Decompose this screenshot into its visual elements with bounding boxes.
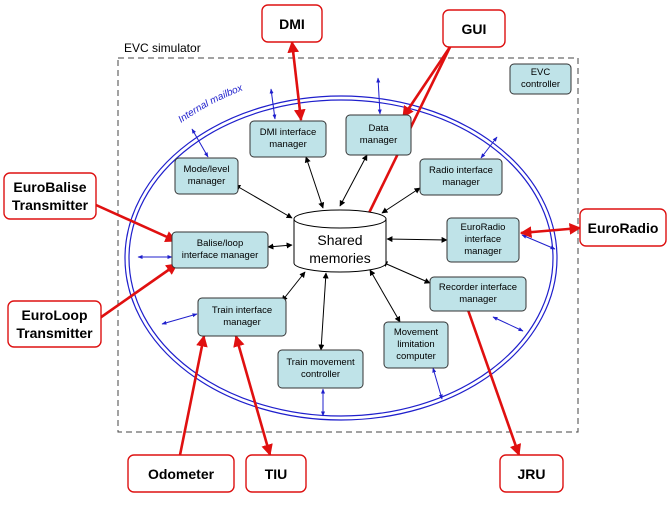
mailbox-ellipse-outer: [124, 95, 558, 421]
link-movement-limitation: [369, 269, 401, 323]
evc-controller-box: [509, 63, 572, 95]
jru-box: [499, 454, 564, 493]
euroradio-interface-manager-label: EuroRadio interface manager: [460, 222, 506, 257]
link-mode-level: [234, 184, 293, 219]
simulator-boundary: [117, 57, 579, 433]
train-movement-controller-label: Train movement controller: [286, 357, 355, 380]
euroradio-box: [579, 208, 667, 247]
movement-limitation-computer-label: Movement limitation computer: [393, 327, 439, 362]
mailbox-link-euroradio: [521, 234, 556, 250]
mailbox-links: [137, 77, 556, 417]
train-interface-manager-box: [197, 297, 287, 337]
ext-link-tiu: [233, 334, 273, 457]
mailbox-link-radio: [480, 136, 498, 159]
link-euroradio-interface: [386, 236, 448, 243]
module-boxes: [171, 63, 572, 389]
data-manager-label: Data manager: [359, 123, 398, 146]
jru-label: JRU: [517, 465, 546, 482]
ext-link-euroradio: [519, 223, 582, 238]
odometer-label: Odometer: [147, 465, 215, 482]
link-train-movement: [318, 272, 329, 351]
mode-level-manager-label: Mode/level manager: [183, 164, 230, 187]
eurobalise-label: EuroBalise Transmitter: [11, 179, 89, 213]
mailbox-link-data: [376, 77, 382, 115]
radio-interface-manager-label: Radio interface manager: [429, 165, 493, 188]
data-manager-box: [345, 114, 412, 156]
train-interface-manager-label: Train interface manager: [211, 305, 273, 328]
mailbox-link-movement-limitation: [432, 367, 443, 400]
shared-memories-label: Shared memories: [309, 232, 371, 266]
mailbox-label: Internal mailbox: [176, 82, 245, 125]
ext-link-gui: [401, 46, 452, 118]
tiu-label: TIU: [264, 465, 288, 482]
link-train-interface: [281, 271, 306, 302]
eurobalise-box: [3, 172, 97, 220]
memory-links: [234, 154, 448, 351]
euroloop-box: [7, 300, 102, 348]
euroradio-label: EuroRadio: [587, 219, 659, 236]
dmi-interface-manager-box: [249, 120, 327, 158]
mailbox-ellipse-inner: [128, 99, 554, 417]
ext-link-odometer: [178, 334, 208, 456]
link-recorder-interface: [381, 261, 431, 284]
balise-loop-interface-manager-label: Balise/loop interface manager: [181, 238, 259, 261]
mailbox-link-train-interface: [161, 313, 198, 325]
gui-label: GUI: [461, 20, 487, 37]
link-balise-loop: [267, 242, 293, 250]
link-radio-interface: [381, 187, 421, 214]
link-data-manager: [339, 154, 368, 207]
gui-box: [442, 9, 506, 48]
external-boxes: [3, 4, 667, 493]
mode-level-manager-box: [174, 157, 239, 195]
mailbox-link-mode-level: [191, 128, 209, 158]
shared-memories-cylinder: [293, 209, 387, 273]
dmi-interface-manager-label: DMI interface manager: [259, 127, 317, 150]
dmi-label: DMI: [279, 15, 305, 32]
movement-limitation-computer-box: [383, 321, 449, 369]
ext-link-eurobalise: [95, 203, 178, 243]
euroradio-interface-manager-box: [446, 217, 520, 263]
mailbox-link-dmi: [269, 88, 277, 120]
recorder-interface-manager-label: Recorder interface manager: [438, 282, 518, 305]
recorder-interface-manager-box: [429, 276, 527, 312]
ext-link-euroloop: [96, 262, 178, 322]
ext-link-jru: [466, 309, 522, 457]
euroloop-label: EuroLoop Transmitter: [16, 307, 93, 341]
dmi-box: [261, 4, 323, 43]
simulator-label: EVC simulator: [124, 41, 201, 55]
evc-controller-label: EVC controller: [520, 67, 561, 90]
odometer-box: [127, 454, 235, 493]
link-dmi-manager: [304, 156, 325, 209]
radio-interface-manager-box: [419, 158, 503, 196]
balise-loop-interface-manager-box: [171, 231, 269, 269]
train-movement-controller-box: [277, 349, 364, 389]
mailbox-link-recorder: [492, 316, 524, 332]
ext-link-dmi: [287, 40, 306, 122]
tiu-box: [245, 454, 307, 493]
